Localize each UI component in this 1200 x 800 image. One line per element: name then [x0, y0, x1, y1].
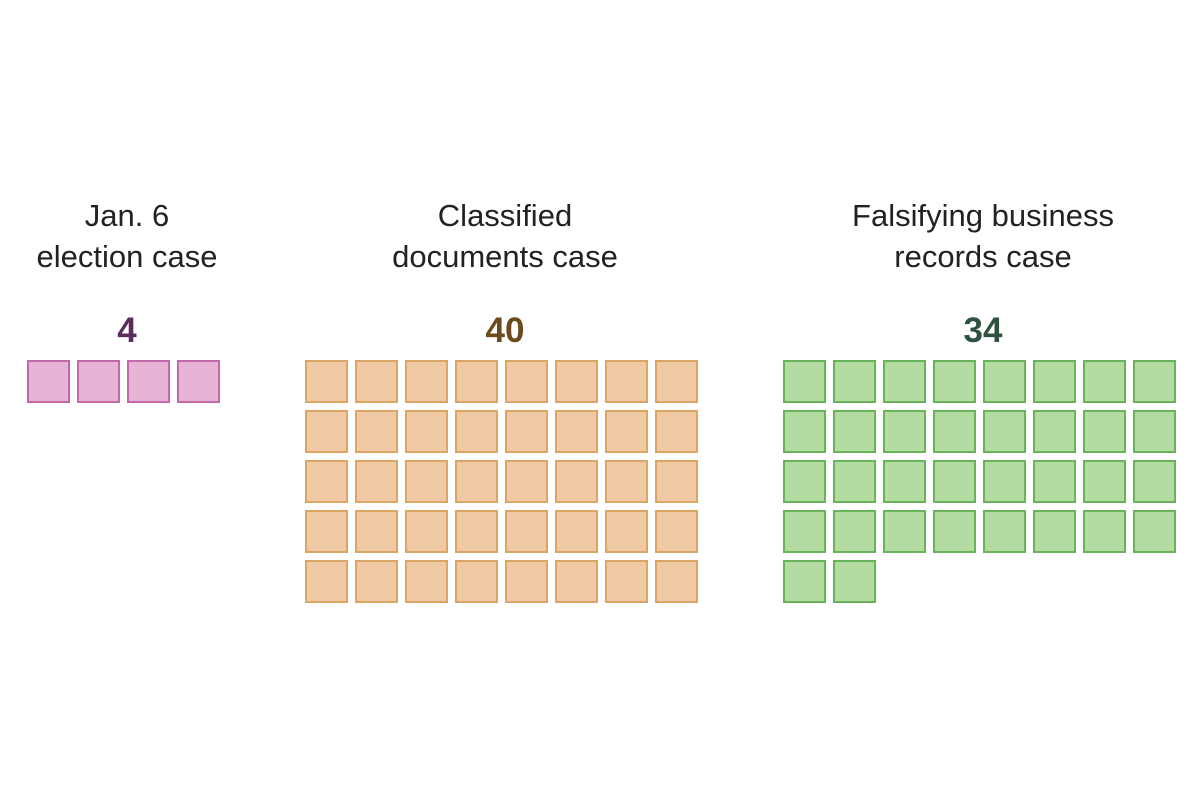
waffle-square — [505, 460, 548, 503]
waffle-square — [783, 410, 826, 453]
waffle-square — [1033, 360, 1076, 403]
waffle-square — [455, 410, 498, 453]
waffle-square — [77, 360, 120, 403]
group-count: 34 — [963, 311, 1003, 350]
waffle-square — [1083, 510, 1126, 553]
group-title-line-1: Falsifying business — [852, 198, 1114, 233]
waffle-square — [983, 360, 1026, 403]
waffle-square — [455, 460, 498, 503]
waffle-square — [1133, 410, 1176, 453]
waffle-square — [933, 410, 976, 453]
waffle-square — [177, 360, 220, 403]
waffle-square — [983, 510, 1026, 553]
waffle-square — [783, 510, 826, 553]
waffle-square — [405, 460, 448, 503]
waffle-square — [455, 360, 498, 403]
waffle-square — [1033, 410, 1076, 453]
waffle-square — [355, 460, 398, 503]
waffle-square — [355, 510, 398, 553]
group-title: Classified documents case — [305, 195, 705, 277]
waffle-square — [605, 510, 648, 553]
group-title-line-2: documents case — [392, 239, 618, 274]
waffle-square — [933, 360, 976, 403]
waffle-square — [655, 360, 698, 403]
waffle-square — [1033, 510, 1076, 553]
waffle-square — [983, 460, 1026, 503]
waffle-square — [305, 410, 348, 453]
waffle-square — [555, 510, 598, 553]
waffle-square — [833, 360, 876, 403]
waffle-square — [405, 360, 448, 403]
waffle-square — [605, 560, 648, 603]
waffle-square — [127, 360, 170, 403]
group-title-line-2: election case — [36, 239, 218, 274]
waffle-square — [505, 560, 548, 603]
waffle-square — [1033, 460, 1076, 503]
group-title-line-2: records case — [894, 239, 1072, 274]
waffle-square — [655, 460, 698, 503]
waffle-square — [783, 360, 826, 403]
waffle-square — [505, 360, 548, 403]
waffle-square — [455, 510, 498, 553]
waffle-square — [833, 460, 876, 503]
waffle-square — [1083, 360, 1126, 403]
group-count: 4 — [117, 311, 137, 350]
waffle-square — [305, 460, 348, 503]
waffle-square — [605, 410, 648, 453]
waffle-square — [1083, 460, 1126, 503]
waffle-square — [355, 360, 398, 403]
waffle-square — [505, 410, 548, 453]
group-count: 40 — [485, 311, 525, 350]
waffle-square — [1133, 360, 1176, 403]
waffle-square — [933, 460, 976, 503]
waffle-square — [555, 560, 598, 603]
waffle-square — [1133, 510, 1176, 553]
waffle-square — [605, 460, 648, 503]
waffle-square — [783, 560, 826, 603]
waffle-square — [605, 360, 648, 403]
waffle-square — [555, 360, 598, 403]
waffle-square — [883, 510, 926, 553]
group-title-line-1: Classified — [437, 198, 573, 233]
waffle-square — [833, 410, 876, 453]
waffle-square — [355, 410, 398, 453]
waffle-square — [305, 560, 348, 603]
waffle-square — [883, 360, 926, 403]
waffle-square — [405, 410, 448, 453]
group-title-line-1: Jan. 6 — [84, 198, 170, 233]
waffle-square — [555, 410, 598, 453]
waffle-square — [883, 460, 926, 503]
group-title: Jan. 6 election case — [27, 195, 227, 277]
group-title: Falsifying business records case — [783, 195, 1183, 277]
waffle-square — [933, 510, 976, 553]
waffle-square — [405, 510, 448, 553]
waffle-square — [305, 360, 348, 403]
waffle-square — [783, 460, 826, 503]
waffle-square — [305, 510, 348, 553]
waffle-square — [833, 560, 876, 603]
waffle-square — [405, 560, 448, 603]
waffle-square — [655, 410, 698, 453]
waffle-square — [355, 560, 398, 603]
waffle-square — [1083, 410, 1126, 453]
waffle-square — [983, 410, 1026, 453]
waffle-square — [883, 410, 926, 453]
waffle-square — [505, 510, 548, 553]
waffle-square — [27, 360, 70, 403]
waffle-square — [455, 560, 498, 603]
waffle-square — [833, 510, 876, 553]
waffle-square — [555, 460, 598, 503]
waffle-square — [655, 510, 698, 553]
waffle-square — [655, 560, 698, 603]
waffle-square — [1133, 460, 1176, 503]
